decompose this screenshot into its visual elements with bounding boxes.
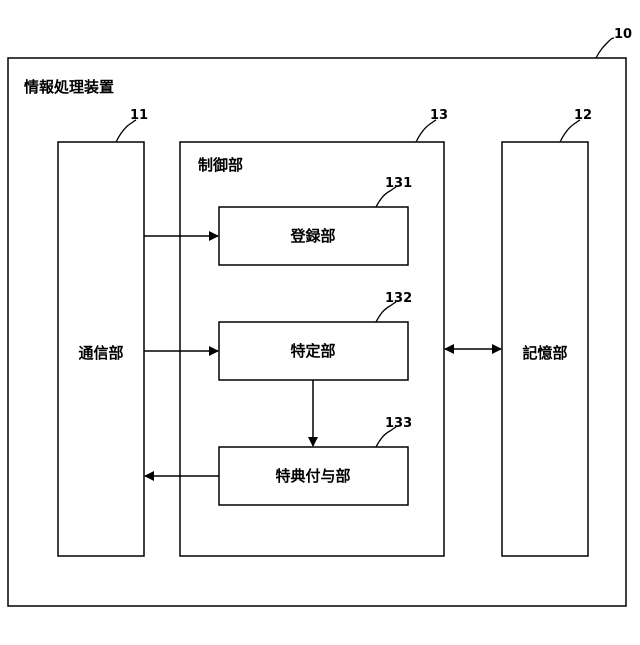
communication-ref: 11 xyxy=(130,108,148,123)
identification-unit-label: 特定部 xyxy=(290,342,335,360)
communication-unit-label: 通信部 xyxy=(78,344,123,362)
device-label: 情報処理装置 xyxy=(24,78,114,96)
control-ref: 13 xyxy=(430,108,448,123)
storage-unit-label: 記憶部 xyxy=(522,344,567,362)
device-ref: 10 xyxy=(614,27,632,42)
registration-ref: 131 xyxy=(385,176,412,191)
benefit-unit-label: 特典付与部 xyxy=(275,467,350,485)
identification-ref: 132 xyxy=(385,291,412,306)
registration-unit-label: 登録部 xyxy=(289,227,335,245)
benefit-ref: 133 xyxy=(385,416,412,431)
storage-ref: 12 xyxy=(574,108,592,123)
device-ref-leader xyxy=(596,38,614,58)
control-unit-label: 制御部 xyxy=(198,156,243,174)
